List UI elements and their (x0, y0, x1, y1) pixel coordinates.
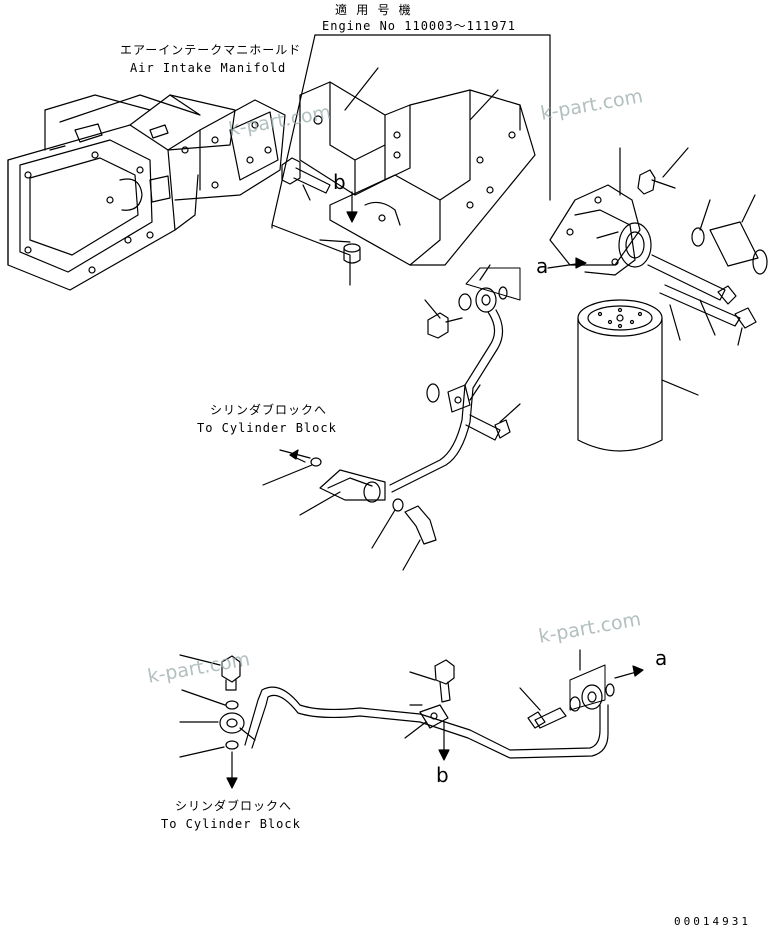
to-cylinder-block-upper-en: To Cylinder Block (197, 421, 337, 435)
marker-a-upper: a (536, 254, 549, 278)
upper-pipe-drawing (262, 264, 521, 571)
applicability-jp: 適 用 号 機 (335, 3, 412, 17)
drawing-number: 00014931 (674, 915, 751, 928)
marker-b-upper-arrow (346, 191, 358, 223)
air-intake-manifold-drawing (7, 94, 286, 291)
marker-a-lower: a (655, 646, 668, 670)
marker-b-upper: b (333, 170, 346, 194)
applicability-engine-no: Engine No 110003～111971 (322, 19, 516, 33)
lower-pipe-drawing (179, 649, 644, 789)
to-cylinder-block-upper-jp: シリンダブロックへ (210, 403, 328, 417)
to-cylinder-block-lower-jp: シリンダブロックへ (175, 799, 293, 813)
marker-a-upper-arrow (547, 257, 587, 269)
to-cylinder-block-lower-en: To Cylinder Block (161, 817, 301, 831)
bracket-group-drawing (271, 34, 551, 286)
air-intake-manifold-en: Air Intake Manifold (130, 61, 287, 75)
marker-b-lower: b (436, 763, 449, 787)
air-intake-manifold-jp: エアーインテークマニホールド (120, 43, 302, 57)
filter-assembly-drawing (549, 147, 768, 452)
